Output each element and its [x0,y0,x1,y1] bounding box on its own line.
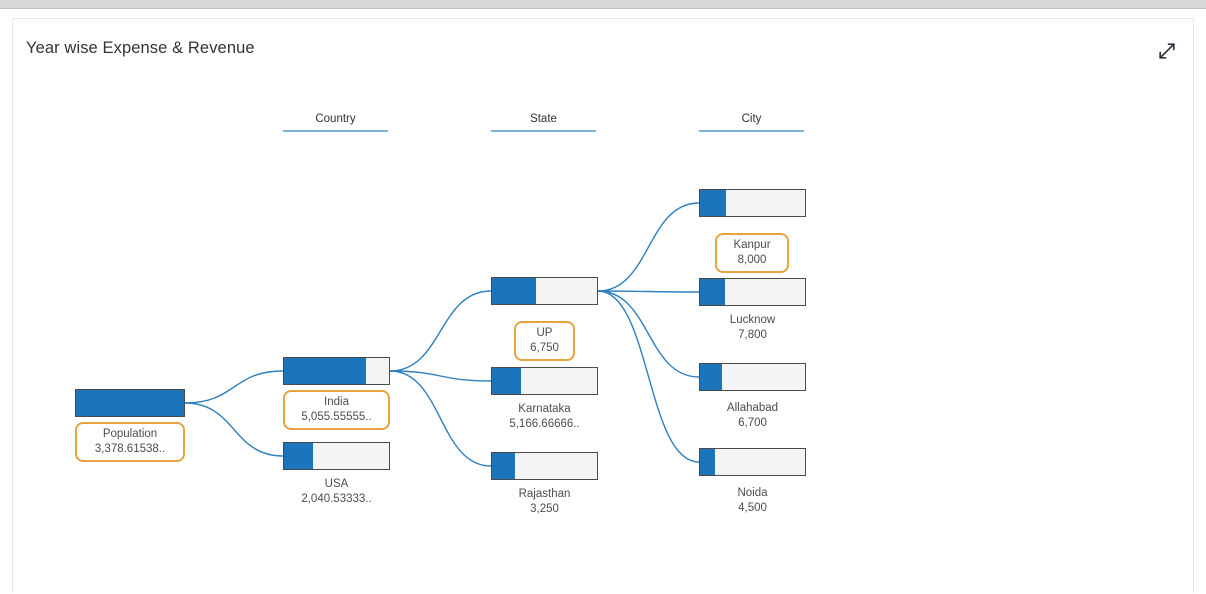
tree-node-bar-karnataka[interactable] [491,367,598,395]
tree-node-value: 7,800 [738,329,767,341]
tree-node-name: Lucknow [729,314,776,326]
tree-chart-area: Country State City Population 3,378.61538..… [13,19,1195,594]
tree-node-bar-fill [700,279,726,305]
column-header-city: City [699,113,804,132]
tree-node-bar-india[interactable] [283,357,390,385]
tree-link-india-to-up [389,290,492,372]
tree-link-up-to-kanpur [597,202,700,292]
page-title: Year wise Expense & Revenue [26,39,255,57]
tree-link-up-to-allahabad [597,290,700,378]
chart-card: Year wise Expense & Revenue Country State… [12,18,1194,593]
tree-node-bar-noida[interactable] [699,448,806,476]
tree-node-caption-kanpur: Kanpur 8,000 [715,233,789,273]
tree-node-name: Karnataka [518,403,571,415]
tree-node-name: Rajasthan [518,488,571,500]
tree-link-up-to-lucknow [597,290,700,293]
tree-link-lines [184,202,700,467]
tree-link-population-to-usa [184,402,284,457]
tree-node-bar-lucknow[interactable] [699,278,806,306]
tree-node-name: USA [324,478,349,490]
column-header-underline [699,130,804,132]
tree-node-bar-fill [700,364,723,390]
tree-link-up-to-noida [597,290,700,463]
window-top-strip [0,0,1206,9]
tree-node-caption-noida: Noida 4,500 [699,486,806,516]
tree-node-value: 4,500 [738,502,767,514]
tree-link-population-to-india [184,370,284,404]
tree-node-bar-kanpur[interactable] [699,189,806,217]
tree-link-india-to-rajasthan [389,370,492,467]
tree-node-caption-usa: USA 2,040.53333.. [283,477,390,507]
tree-node-value: 6,750 [530,342,559,354]
tree-node-name: Population [102,428,158,440]
column-header-country: Country [283,113,388,132]
tree-node-bar-fill [492,278,537,304]
tree-node-bar-usa[interactable] [283,442,390,470]
column-header-label: City [741,113,762,125]
tree-node-caption-india: India 5,055.55555.. [283,390,390,430]
tree-node-caption-karnataka: Karnataka 5,166.66666.. [491,402,598,432]
tree-node-value: 6,700 [738,417,767,429]
tree-node-bar-rajasthan[interactable] [491,452,598,480]
column-header-state: State [491,113,596,132]
tree-node-bar-allahabad[interactable] [699,363,806,391]
tree-node-bar-fill [492,368,522,394]
column-header-label: Country [315,113,356,125]
tree-node-value: 3,250 [530,503,559,515]
tree-node-bar-up[interactable] [491,277,598,305]
tree-node-value: 2,040.53333.. [301,493,372,505]
tree-node-bar-fill [284,443,314,469]
tree-link-india-to-karnataka [389,370,492,382]
tree-node-bar-fill [700,190,727,216]
tree-node-bar-fill [492,453,516,479]
tree-node-value: 5,055.55555.. [301,411,372,423]
tree-node-bar-fill [284,358,366,384]
tree-node-name: India [324,396,349,408]
column-header-underline [491,130,596,132]
tree-node-bar-fill [700,449,715,475]
tree-node-bar-fill [76,390,184,416]
tree-node-caption-rajasthan: Rajasthan 3,250 [491,487,598,517]
tree-node-name: UP [536,327,553,339]
tree-node-name: Noida [737,487,768,499]
tree-node-value: 5,166.66666.. [509,418,580,430]
tree-node-caption-up: UP 6,750 [514,321,575,361]
page-body: Year wise Expense & Revenue Country State… [0,9,1206,593]
tree-node-bar-population[interactable] [75,389,185,417]
expand-icon[interactable] [1153,37,1181,65]
column-header-label: State [530,113,557,125]
tree-node-name: Kanpur [733,239,771,251]
tree-node-name: Allahabad [726,402,779,414]
tree-node-caption-allahabad: Allahabad 6,700 [699,401,806,431]
tree-node-value: 8,000 [737,254,767,266]
column-header-underline [283,130,388,132]
tree-node-caption-lucknow: Lucknow 7,800 [699,313,806,343]
tree-node-caption-population: Population 3,378.61538.. [75,422,185,462]
tree-node-value: 3,378.61538.. [94,443,166,455]
